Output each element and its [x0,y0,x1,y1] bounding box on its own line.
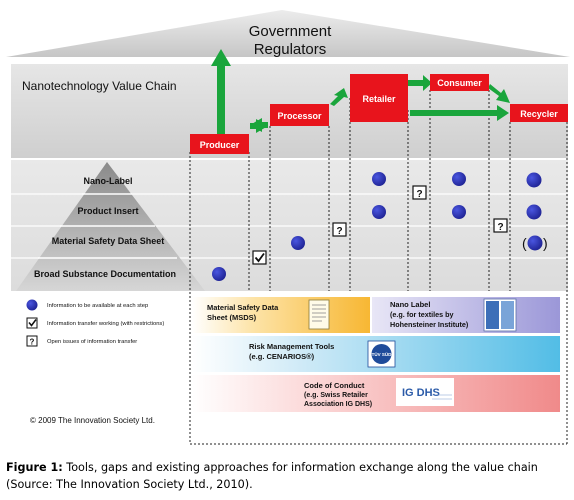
approach-code-line1: Code of Conduct [304,381,365,390]
band-title: Nanotechnology Value Chain [22,79,177,93]
msds-document-icon [308,299,330,330]
government-roof [6,10,570,57]
approach-nano-label: Nano Label (e.g. for textiles by Hohenst… [372,297,560,333]
paren-open: ( [522,235,527,251]
stage-recycler: Recycler [510,104,568,122]
approach-risk-line1: Risk Management Tools [249,342,334,351]
pyramid-level-product-insert: Product Insert [77,206,138,216]
value-chain-diagram: Government Regulators Nanotechnology Val… [6,10,570,445]
question-recycler-gap: ? [493,218,508,233]
igdhs-logo-text: IG DHS [402,387,440,399]
approach-code-line3: Association IG DHS) [304,401,372,408]
stage-producer-label: Producer [200,140,240,150]
legend-check-icon [26,317,38,329]
question-consumer-gap: ? [412,185,427,200]
stage-processor: Processor [270,104,329,126]
svg-text:?: ? [30,338,35,347]
legend-dot-icon [26,299,38,311]
stage-retailer: Retailer [350,74,408,122]
stage-recycler-label: Recycler [520,109,558,119]
approach-risk-line2: (e.g. CENARIOS®) [249,352,315,361]
paren-close: ) [543,235,548,251]
dot-recycler-nano [526,172,542,188]
figure-caption-text: Tools, gaps and existing approaches for … [6,461,538,491]
dot-processor-msds [291,236,305,250]
stage-columns [189,90,568,445]
svg-text:?: ? [336,226,342,237]
legend-check-label: Information transfer working (with restr… [47,321,164,327]
legend-dot-label: Information to be available at each step [47,303,148,309]
question-retailer-gap: ? [332,222,347,237]
nano-label-icon [483,298,517,332]
stage-retailer-label: Retailer [362,94,396,104]
roof-title-line2: Regulators [254,41,327,58]
info-dots [212,172,543,281]
approach-risk-management: Risk Management Tools (e.g. CENARIOS®) T… [192,336,560,372]
tuv-logo-icon: TÜV SÜD [367,340,396,368]
stage-producer: Producer [190,134,249,154]
approach-msds-line2: Sheet (MSDS) [207,313,257,322]
dot-producer-broad [212,267,226,281]
dot-consumer-nano [452,172,466,186]
legend-question-label: Open issues of information transfer [47,339,137,345]
check-processor-transfer [252,250,267,265]
copyright: © 2009 The Innovation Society Ltd. [30,416,155,425]
svg-text:?: ? [497,222,503,233]
igdhs-logo-icon: IG DHS [396,378,454,406]
figure-caption-label: Figure 1: [6,461,63,474]
stage-processor-label: Processor [277,111,322,121]
approach-nano-line2: (e.g. for textiles by [390,310,454,319]
dot-retailer-insert [372,205,386,219]
legend-question-icon [26,335,38,347]
dot-retailer-nano [372,172,386,186]
approach-msds: Material Safety Data Sheet (MSDS) [192,297,370,333]
pyramid-level-msds: Material Safety Data Sheet [52,236,165,246]
approach-msds-line1: Material Safety Data [207,303,279,312]
flow-arrows [211,49,510,134]
svg-text:?: ? [416,189,422,200]
tuv-logo-text: TÜV SÜD [372,351,393,357]
dot-recycler-msds [527,235,543,251]
stage-consumer-label: Consumer [437,78,482,88]
roof-title-line1: Government [249,23,332,40]
approach-nano-line3: Hohensteiner Institute) [390,320,469,329]
pyramid-level-nano-label: Nano-Label [83,176,132,186]
approach-code-line2: (e.g. Swiss Retailer [304,392,368,399]
figure-caption: Figure 1: Tools, gaps and existing appro… [6,459,568,493]
pyramid-level-broad: Broad Substance Documentation [34,269,176,279]
dot-consumer-insert [452,205,466,219]
legend: Information to be available at each step… [26,299,164,347]
stage-consumer: Consumer [430,74,489,91]
dot-recycler-insert [526,204,542,220]
approach-nano-line1: Nano Label [390,300,430,309]
approach-code-of-conduct: Code of Conduct (e.g. Swiss Retailer Ass… [192,375,560,412]
